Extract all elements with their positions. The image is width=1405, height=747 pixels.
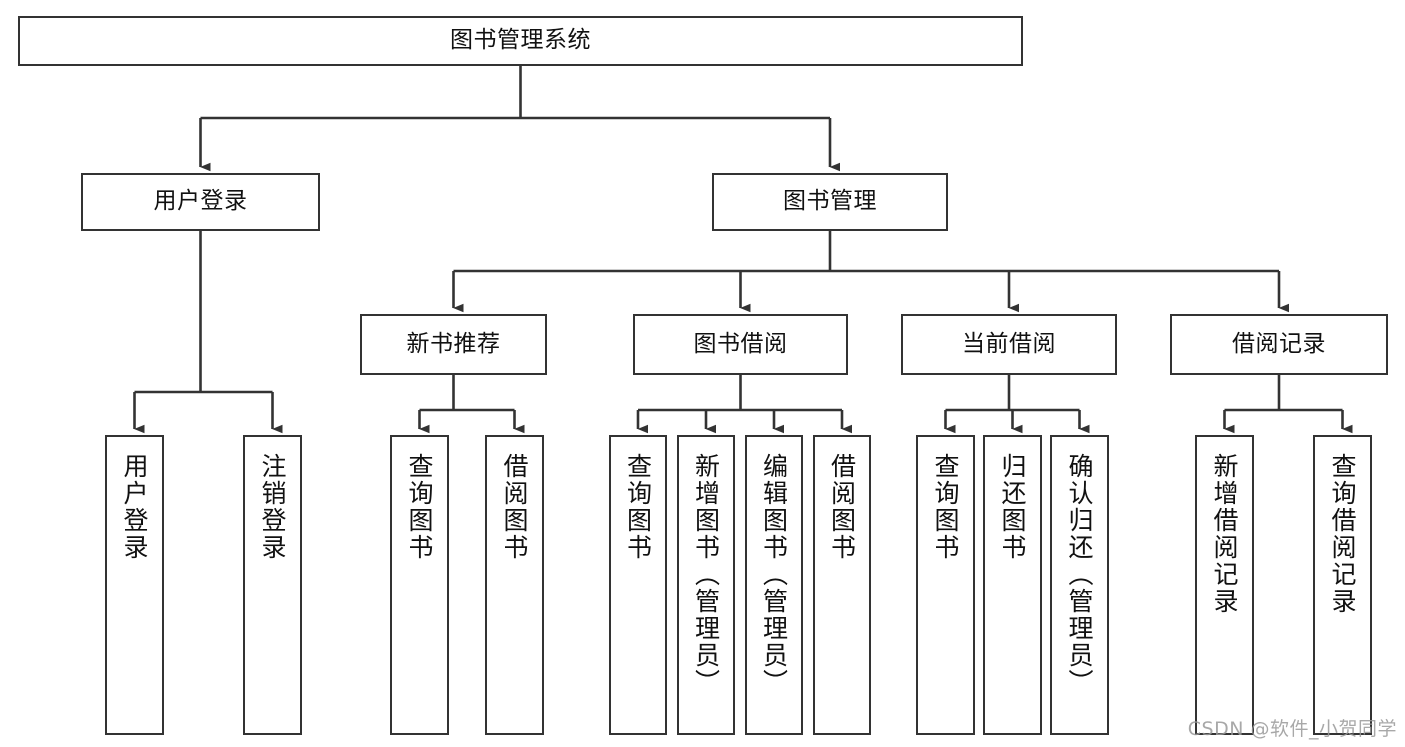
node-leaf-borrow-book-label: 借阅图书	[827, 453, 857, 561]
node-new-book-recommend-label: 新书推荐	[406, 330, 501, 357]
node-leaf-newbook-borrow[interactable]: 借阅图书	[485, 435, 544, 735]
node-user-login[interactable]: 用户登录	[81, 173, 320, 231]
node-current-borrow[interactable]: 当前借阅	[901, 314, 1117, 375]
node-leaf-current-return[interactable]: 归还图书	[983, 435, 1042, 735]
node-leaf-borrow-book[interactable]: 借阅图书	[813, 435, 871, 735]
node-user-login-label: 用户登录	[153, 188, 248, 215]
node-borrow-record[interactable]: 借阅记录	[1170, 314, 1388, 375]
node-leaf-newbook-query[interactable]: 查询图书	[390, 435, 449, 735]
node-root-label: 图书管理系统	[450, 27, 591, 54]
node-book-management-label: 图书管理	[783, 188, 877, 215]
node-new-book-recommend[interactable]: 新书推荐	[360, 314, 547, 375]
node-leaf-user-login[interactable]: 用户登录	[105, 435, 164, 735]
node-leaf-newbook-borrow-label: 借阅图书	[500, 453, 529, 561]
node-book-borrow-label: 图书借阅	[693, 330, 788, 357]
node-leaf-record-query-label: 查询借阅记录	[1328, 453, 1357, 615]
node-leaf-current-confirm[interactable]: 确认归还（管理员）	[1050, 435, 1109, 735]
node-leaf-record-add-label: 新增借阅记录	[1210, 453, 1239, 615]
node-leaf-current-return-label: 归还图书	[998, 453, 1027, 561]
node-book-borrow[interactable]: 图书借阅	[633, 314, 848, 375]
node-borrow-record-label: 借阅记录	[1232, 330, 1326, 357]
node-leaf-borrow-add[interactable]: 新增图书（管理员）	[677, 435, 735, 735]
node-leaf-borrow-edit-label: 编辑图书（管理员）	[759, 453, 789, 696]
node-leaf-borrow-add-label: 新增图书（管理员）	[691, 453, 721, 696]
node-leaf-current-confirm-label: 确认归还（管理员）	[1065, 453, 1094, 696]
node-leaf-record-query[interactable]: 查询借阅记录	[1313, 435, 1372, 735]
node-leaf-user-logout-label: 注销登录	[258, 453, 287, 561]
node-leaf-user-logout[interactable]: 注销登录	[243, 435, 302, 735]
node-leaf-newbook-query-label: 查询图书	[405, 453, 434, 561]
node-book-management[interactable]: 图书管理	[712, 173, 948, 231]
watermark-text: CSDN @软件_小贺同学	[1187, 718, 1397, 740]
node-leaf-borrow-query[interactable]: 查询图书	[609, 435, 667, 735]
node-leaf-current-query[interactable]: 查询图书	[916, 435, 975, 735]
node-root[interactable]: 图书管理系统	[18, 16, 1023, 66]
node-leaf-borrow-query-label: 查询图书	[623, 453, 653, 561]
node-leaf-borrow-edit[interactable]: 编辑图书（管理员）	[745, 435, 803, 735]
node-leaf-current-query-label: 查询图书	[931, 453, 960, 561]
node-leaf-user-login-label: 用户登录	[120, 453, 149, 561]
node-leaf-record-add[interactable]: 新增借阅记录	[1195, 435, 1254, 735]
node-current-borrow-label: 当前借阅	[962, 330, 1056, 357]
